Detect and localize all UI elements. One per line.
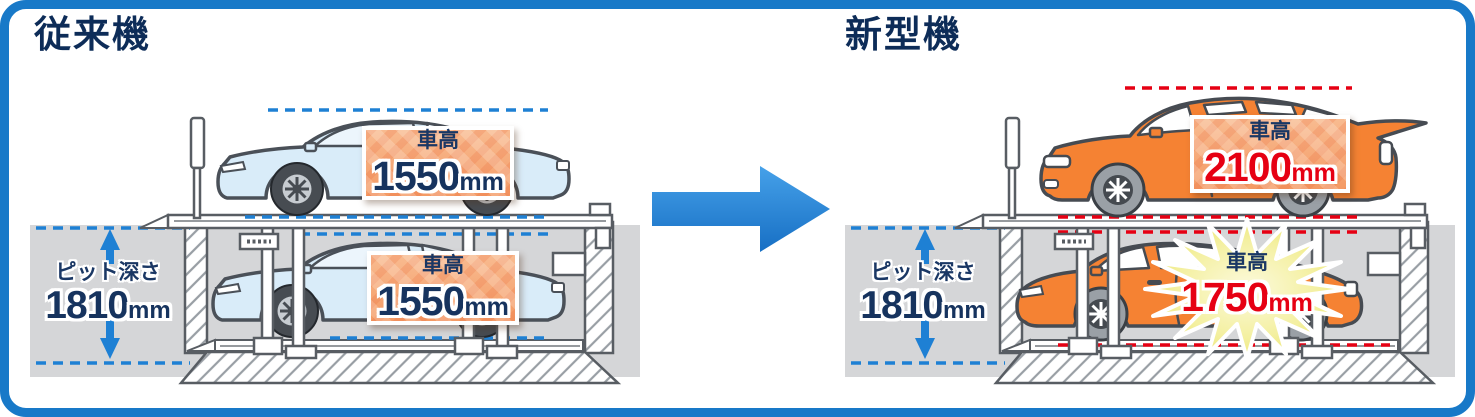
vehicle-height-value: 1750mm bbox=[1155, 277, 1339, 318]
value-number: 2100 bbox=[1204, 143, 1292, 190]
value-number: 1550 bbox=[377, 277, 465, 324]
value-number: 1750 bbox=[1181, 274, 1269, 320]
value-unit: mm bbox=[464, 292, 509, 321]
vehicle-height-caption: 車高 bbox=[417, 128, 459, 152]
value-number: 1550 bbox=[372, 152, 460, 199]
vehicle-height-burst-new-lower: 車高 1750mm bbox=[1155, 252, 1339, 318]
pit-depth-label-new: ピット深さ 1810mm bbox=[847, 262, 999, 325]
conventional-machine-illustration bbox=[28, 108, 642, 385]
vehicle-height-box-new-upper: 車高 2100mm bbox=[1190, 115, 1350, 193]
section-title-new: 新型機 bbox=[845, 14, 962, 55]
value-unit: mm bbox=[128, 297, 171, 324]
vehicle-height-caption: 車高 bbox=[1226, 251, 1268, 274]
transition-arrow-icon bbox=[652, 166, 830, 252]
value-number: 1810 bbox=[45, 284, 129, 327]
value-unit: mm bbox=[943, 297, 986, 324]
value-unit: mm bbox=[1268, 289, 1313, 317]
section-title-conventional: 従来機 bbox=[34, 14, 151, 55]
vehicle-height-box-conventional-lower: 車高 1550mm bbox=[367, 251, 519, 325]
vehicle-height-caption: 車高 bbox=[422, 253, 464, 277]
value-unit: mm bbox=[1291, 158, 1336, 187]
vehicle-height-value: 2100mm bbox=[1204, 143, 1336, 190]
pit-depth-label-conventional: ピット深さ 1810mm bbox=[32, 262, 184, 325]
new-machine-illustration bbox=[843, 86, 1457, 385]
starburst-icon bbox=[1143, 217, 1351, 361]
pit-depth-value: 1810mm bbox=[32, 286, 184, 325]
vehicle-height-value: 1550mm bbox=[377, 277, 509, 324]
vehicle-height-value: 1550mm bbox=[372, 152, 504, 199]
value-number: 1810 bbox=[860, 284, 944, 327]
pit-depth-caption: ピット深さ bbox=[55, 261, 161, 284]
pit-depth-caption: ピット深さ bbox=[870, 261, 976, 284]
vehicle-height-caption: 車高 bbox=[1249, 119, 1291, 143]
value-unit: mm bbox=[459, 167, 504, 196]
vehicle-height-box-conventional-upper: 車高 1550mm bbox=[362, 126, 514, 200]
pit-depth-value: 1810mm bbox=[847, 286, 999, 325]
